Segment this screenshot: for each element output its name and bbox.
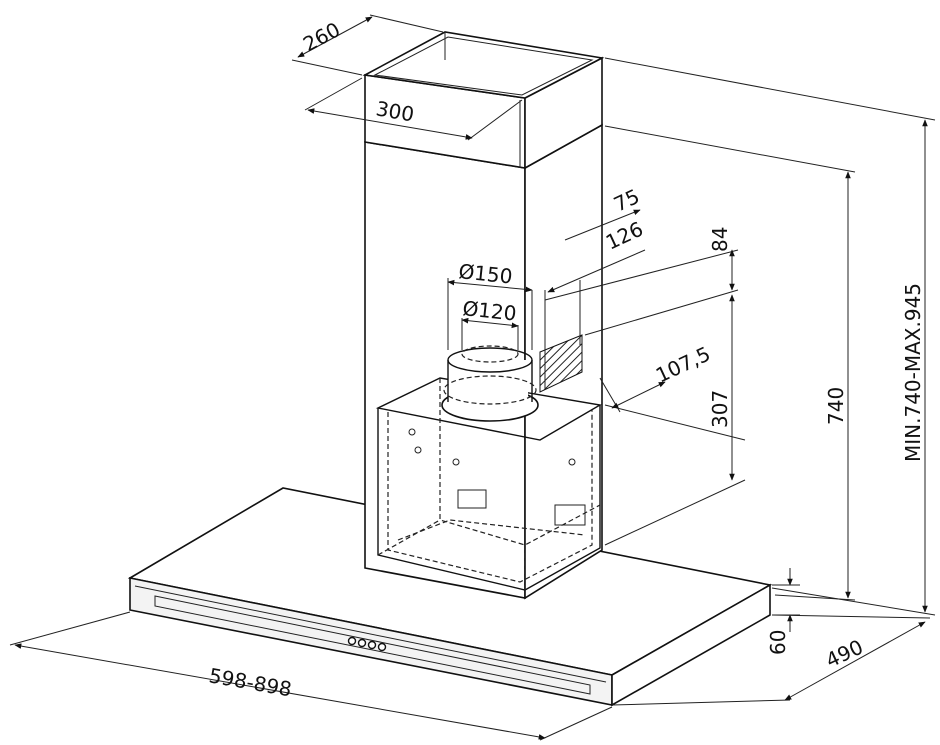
dim-bracket-height: 84: [708, 227, 732, 252]
dim-chimney-depth: 260: [299, 17, 344, 56]
dim-canopy-thickness: 60: [766, 630, 790, 655]
wall-bracket: [539, 334, 583, 393]
outlet-collar: [441, 345, 539, 422]
dimension-lines: [9, 14, 936, 741]
control-button[interactable]: [377, 642, 387, 652]
dim-outlet-outer-diameter: Ø150: [457, 259, 513, 289]
control-button[interactable]: [367, 640, 377, 650]
motor-housing: [375, 377, 603, 591]
dim-lower-height: 307: [708, 390, 732, 428]
dim-canopy-width: 598-898: [207, 663, 293, 701]
dim-bracket-offset-75: 75: [610, 184, 643, 217]
dim-hood-height: 740: [824, 387, 848, 425]
dim-total-height: MIN.740-MAX.945: [901, 283, 925, 462]
dim-side-offset: 107,5: [652, 342, 714, 388]
dim-outlet-inner-diameter: Ø120: [461, 296, 517, 326]
control-button[interactable]: [347, 636, 357, 646]
control-button[interactable]: [357, 638, 367, 648]
